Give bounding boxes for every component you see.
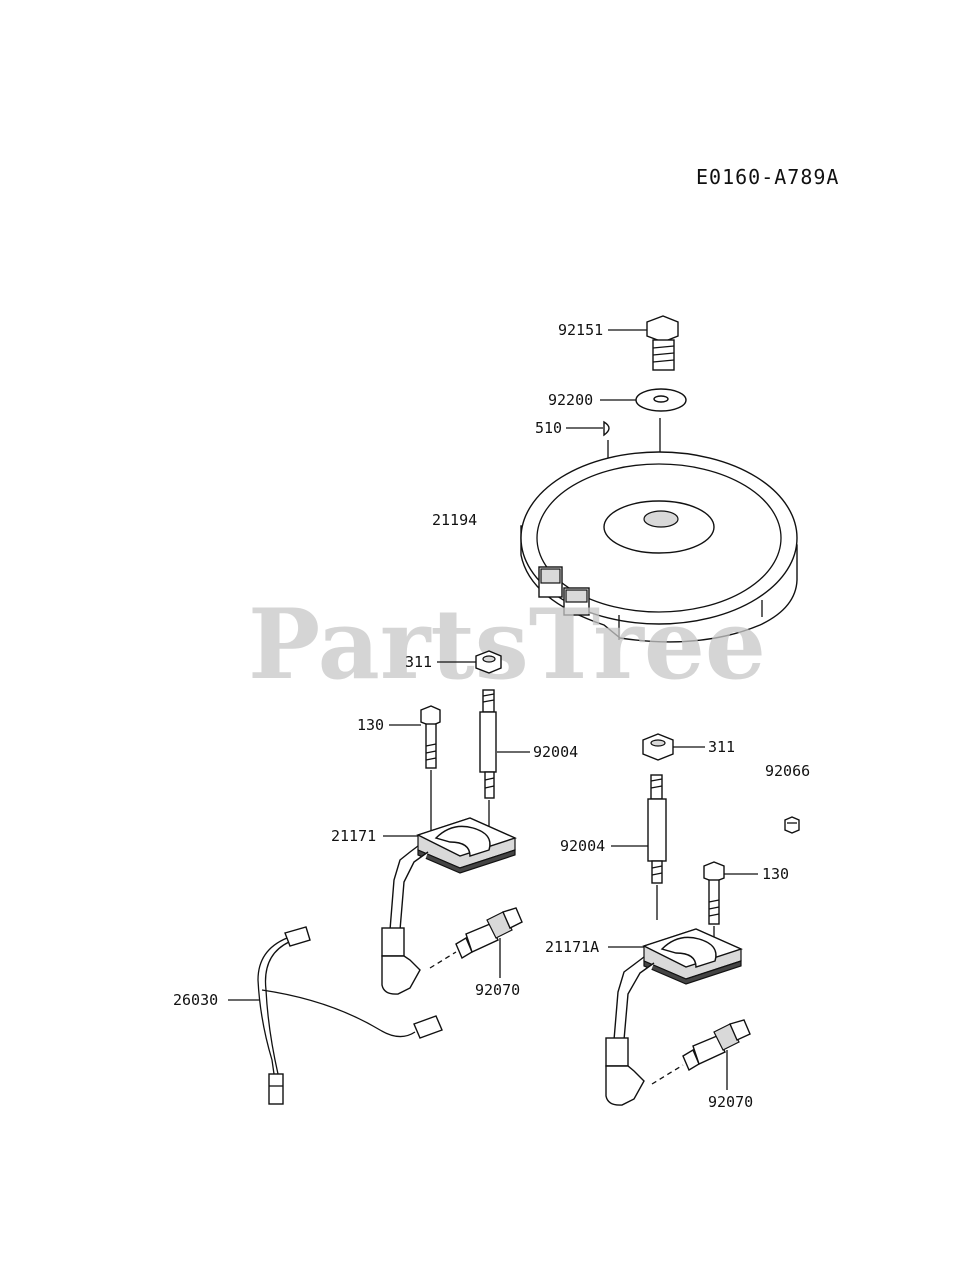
flywheel-key[interactable] (603, 420, 610, 437)
stud-right[interactable] (647, 774, 667, 884)
watermark: PartsTree (248, 588, 766, 701)
coil-left[interactable] (381, 817, 517, 995)
part-label-92151[interactable]: 92151 (558, 321, 603, 339)
part-label-92070-right[interactable]: 92070 (708, 1093, 753, 1111)
part-label-130-left[interactable]: 130 (357, 716, 384, 734)
spark-plug-right[interactable] (682, 1019, 751, 1072)
flywheel-bolt[interactable] (646, 315, 679, 371)
part-label-311-left[interactable]: 311 (405, 653, 432, 671)
part-label-26030[interactable]: 26030 (173, 991, 218, 1009)
part-label-92070-left[interactable]: 92070 (475, 981, 520, 999)
nut-left[interactable] (475, 650, 502, 674)
flywheel[interactable] (520, 451, 798, 643)
part-label-21171[interactable]: 21171 (331, 827, 376, 845)
flywheel-washer[interactable] (635, 388, 687, 412)
bolt-left[interactable] (420, 705, 441, 769)
bolt-right[interactable] (703, 861, 725, 925)
part-label-510[interactable]: 510 (535, 419, 562, 437)
part-label-130-right[interactable]: 130 (762, 865, 789, 883)
part-label-311-right[interactable]: 311 (708, 738, 735, 756)
nut-small[interactable] (784, 816, 800, 834)
spark-plug-left[interactable] (455, 907, 523, 960)
part-label-21171A[interactable]: 21171A (545, 938, 599, 956)
part-label-92200[interactable]: 92200 (548, 391, 593, 409)
part-label-21194[interactable]: 21194 (432, 511, 477, 529)
part-label-92004-right[interactable]: 92004 (560, 837, 605, 855)
coil-right[interactable] (605, 928, 743, 1106)
stud-left[interactable] (479, 689, 497, 799)
reference-code: E0160-A789A (696, 165, 839, 189)
lead-wire[interactable] (257, 926, 443, 1105)
nut-right[interactable] (642, 733, 674, 761)
part-label-92004-left[interactable]: 92004 (533, 743, 578, 761)
part-label-92066[interactable]: 92066 (765, 762, 810, 780)
